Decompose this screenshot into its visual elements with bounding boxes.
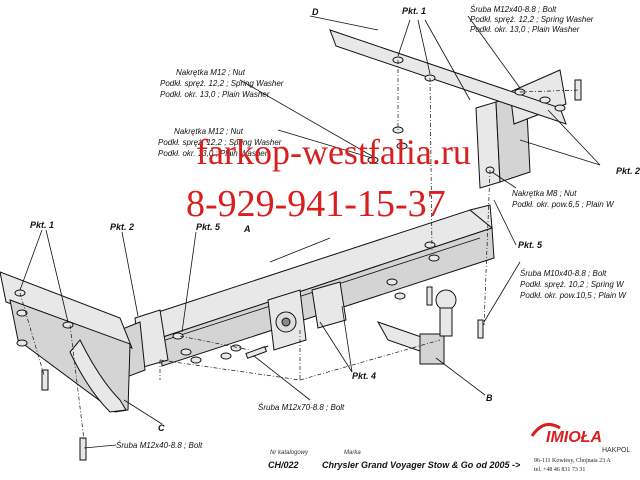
logo-phone: tel. +48 46 831 73 31 [534, 467, 585, 473]
watermark-site: farkop-westfalia.ru [196, 132, 471, 172]
label-plain-top: Podkł. okr. 13,0 ; Plain Washer [470, 25, 580, 34]
label-pkt2-left: Pkt. 2 [110, 222, 134, 232]
watermark-phone: 8-929-941-15-37 [186, 183, 446, 225]
label-spring-b: Podkł. spręż. 12,2 ; Spring Washer [158, 138, 282, 147]
label-plain-m8: Podkł. okr. pow.6,5 ; Plain W [512, 200, 615, 209]
socket-plate [267, 289, 307, 351]
logo-name: IMIOŁA [546, 429, 602, 446]
label-bolt-m10: Śruba M10x40-8.8 ; Bolt [520, 269, 607, 278]
label-nut-m8: Nakrętka M8 ; Nut [512, 189, 577, 198]
imiola-logo: IMIOŁA HAKPOL 96-111 Kowiesy, Chojnata 2… [530, 422, 631, 473]
label-d: D [312, 7, 319, 17]
right-mounting-bracket [475, 69, 567, 189]
label-pkt1-top: Pkt. 1 [402, 6, 426, 16]
logo-sub: HAKPOL [602, 447, 631, 454]
center-bracket [311, 281, 347, 329]
label-plain-m10: Podkł. okr. pow.10,5 ; Plain W [520, 291, 627, 300]
label-plain-b: Podkł. okr. 13,0 ; Plain Washer [158, 149, 268, 158]
label-bolt-bottom: Śruba M12x40-8.8 ; Bolt [116, 441, 203, 450]
label-plain-a: Podkł. okr. 13,0 ; Plain Washer [160, 90, 270, 99]
footer-model: Chrysler Grand Voyager Stow & Go [322, 460, 474, 470]
label-nut-m12-a: Nakrętka M12 ; Nut [176, 68, 246, 77]
label-b: B [486, 393, 493, 403]
footer-brand-label: Marka [344, 450, 361, 456]
bolts [41, 79, 582, 461]
leader-lines [19, 15, 601, 449]
assembly-lines [19, 60, 581, 441]
label-pkt4: Pkt. 4 [352, 371, 376, 381]
label-bolt-top: Śruba M12x40-8.8 ; Bolt [470, 5, 557, 14]
label-nut-m12-b: Nakrętka M12 ; Nut [174, 127, 244, 136]
logo-address: 96-111 Kowiesy, Chojnata 23 A [534, 458, 611, 464]
footer-catalog-label: Nr katalogowy [270, 450, 309, 456]
left-chassis-rail [0, 271, 133, 413]
footer-catalog-number: CH/022 [268, 460, 299, 470]
footer-year: od 2005 -> [476, 460, 521, 470]
label-pkt5-left: Pkt. 5 [196, 222, 221, 232]
label-pkt2-right: Pkt. 2 [616, 166, 640, 176]
top-bracket-strip [329, 29, 567, 125]
label-spring-top: Podkł. spręż. 12,2 ; Spring Washer [470, 15, 594, 24]
label-a: A [243, 224, 251, 234]
label-pkt1-left: Pkt. 1 [30, 220, 54, 230]
label-pkt5-right: Pkt. 5 [518, 240, 543, 250]
label-spring-a: Podkł. spręż. 12,2 ; Spring Washer [160, 79, 284, 88]
tow-ball [376, 289, 457, 365]
label-bolt-m12x70: Śruba M12x70-8.8 ; Bolt [258, 403, 345, 412]
logo-swoosh-icon [530, 422, 561, 437]
label-spring-m10: Podkł. spręż. 10,2 ; Spring W [520, 280, 625, 289]
label-c: C [158, 423, 165, 433]
